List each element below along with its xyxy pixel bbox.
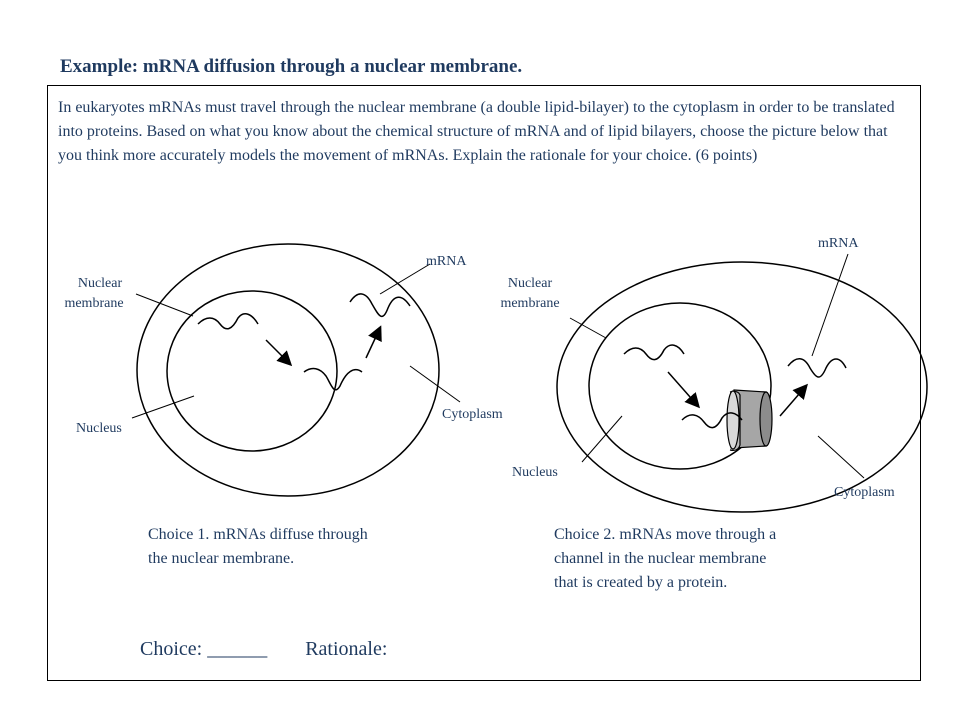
answer-row: Choice: ______ Rationale:	[140, 638, 387, 661]
question-prompt: In eukaryotes mRNAs must travel through …	[58, 99, 895, 164]
leader-nuclear-membrane	[135, 293, 194, 317]
protein-channel	[726, 389, 773, 452]
caption-line: the nuclear membrane.	[148, 550, 295, 567]
arrow-inward	[265, 339, 293, 367]
caption-line: Choice 1. mRNAs diffuse through	[148, 526, 368, 543]
label-mrna: mRNA	[818, 236, 859, 251]
leader-mrna	[379, 263, 431, 295]
label-mrna: mRNA	[426, 254, 467, 269]
leader-nuclear-membrane	[569, 317, 607, 339]
mrna-strand-nucleus	[197, 313, 259, 330]
mrna-strand-cytoplasm	[787, 358, 847, 378]
caption-choice-2: Choice 2. mRNAs move through a channel i…	[554, 523, 776, 595]
label-nuclear-membrane: Nuclear	[78, 276, 123, 291]
arrow-outward	[779, 383, 808, 417]
arrow-inward	[667, 371, 700, 409]
label-cytoplasm: Cytoplasm	[442, 407, 503, 422]
label-nucleus: Nucleus	[76, 421, 122, 436]
mrna-strand-nucleus	[623, 344, 685, 361]
mrna-strand-cytoplasm	[349, 293, 411, 318]
rationale-label: Rationale:	[305, 638, 388, 660]
label-nuclear-membrane: membrane	[500, 296, 559, 311]
leader-cytoplasm	[817, 435, 865, 479]
leader-cytoplasm	[409, 365, 461, 403]
diagram-choice-1: Nuclear membrane mRNA Nucleus Cytoplasm	[64, 243, 503, 497]
leader-nucleus	[131, 395, 195, 419]
label-nuclear-membrane: membrane	[64, 296, 123, 311]
label-cytoplasm: Cytoplasm	[834, 485, 895, 500]
cell-outline	[136, 243, 440, 497]
caption-line: Choice 2. mRNAs move through a	[554, 526, 777, 543]
label-nuclear-membrane: Nuclear	[508, 276, 553, 291]
caption-line: channel in the nuclear membrane	[554, 550, 767, 567]
choice-answer-blank[interactable]: Choice: ______	[140, 638, 268, 660]
caption-choice-1: Choice 1. mRNAs diffuse through the nucl…	[148, 523, 368, 571]
diagram-choice-2: Nuclear membrane mRNA Nucleus Cytoplasm	[500, 236, 928, 513]
leader-nucleus	[581, 415, 623, 463]
label-nucleus: Nucleus	[512, 465, 558, 480]
cell-outline	[556, 261, 928, 513]
caption-line: that is created by a protein.	[554, 574, 728, 591]
leader-mrna	[811, 253, 849, 357]
mrna-strand-crossing	[303, 367, 363, 391]
nucleus-outline	[588, 302, 772, 470]
page-title: Example: mRNA diffusion through a nuclea…	[60, 56, 523, 77]
mrna-strand-channel	[681, 412, 743, 429]
nucleus-outline	[166, 290, 338, 452]
question-frame	[47, 85, 921, 681]
arrow-outward	[365, 325, 382, 359]
